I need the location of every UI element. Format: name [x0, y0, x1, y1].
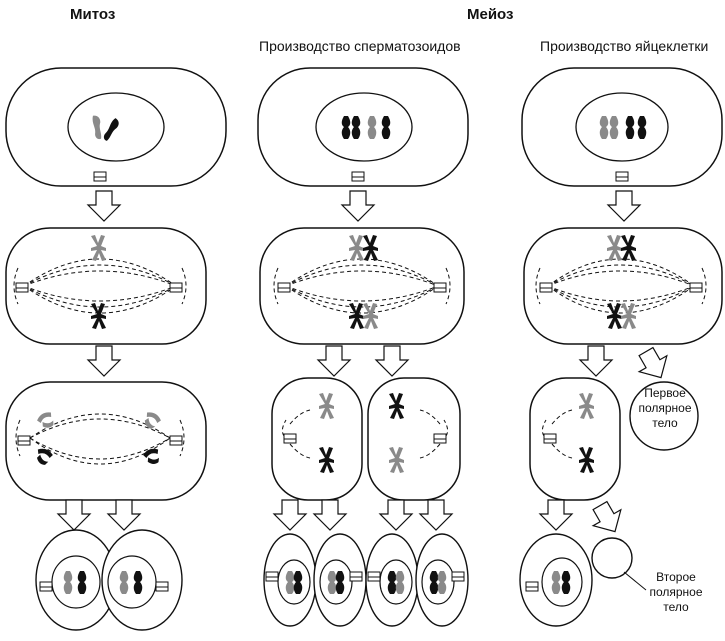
- mitosis-daughter-cell-left: [35, 529, 117, 631]
- sperm-meiosis1-cell-right: [367, 377, 461, 501]
- sperm-cell-3: [365, 533, 419, 627]
- sperm-arrow-3b: [313, 499, 347, 531]
- egg-meiosis1-cell: [529, 377, 621, 501]
- second-polar-body: [591, 537, 647, 591]
- meiosis-heading: Мейоз: [467, 6, 514, 23]
- sperm-arrow-1: [341, 190, 375, 222]
- sperm-interphase-cell: [257, 67, 469, 187]
- mitosis-arrow-2: [87, 345, 121, 377]
- sperm-arrow-2b: [375, 345, 409, 377]
- first-polar-body: [629, 381, 699, 451]
- mitosis-daughter-cell-right: [101, 529, 183, 631]
- mitosis-metaphase-cell: [5, 227, 207, 345]
- sperm-arrow-3a: [273, 499, 307, 531]
- egg-metaphase-cell: [523, 227, 723, 345]
- sperm-arrow-3d: [419, 499, 453, 531]
- egg-arrow-1: [607, 190, 641, 222]
- egg-arrow-3b: [591, 500, 622, 533]
- egg-production-heading: Производство яйцеклетки: [540, 38, 709, 54]
- sperm-arrow-2a: [317, 345, 351, 377]
- mitosis-anaphase-cell: [5, 381, 207, 501]
- second-polar-body-label: Второе полярное тело: [649, 570, 703, 614]
- sperm-cell-4: [415, 533, 469, 627]
- first-polar-body-label: Первое полярное тело: [638, 386, 692, 430]
- sperm-cell-1: [263, 533, 317, 627]
- mitosis-arrow-3b: [107, 499, 141, 531]
- mitosis-arrow-3a: [57, 499, 91, 531]
- egg-arrow-2b: [637, 346, 668, 379]
- egg-arrow-3a: [539, 499, 573, 531]
- mitosis-interphase-cell: [5, 67, 227, 187]
- sperm-arrow-3c: [379, 499, 413, 531]
- egg-arrow-2a: [579, 345, 613, 377]
- sperm-metaphase-cell: [259, 227, 465, 345]
- egg-cell: [519, 533, 593, 627]
- egg-interphase-cell: [521, 67, 723, 187]
- mitosis-heading: Митоз: [70, 6, 116, 23]
- sperm-meiosis1-cell-left: [271, 377, 363, 501]
- sperm-production-heading: Производство сперматозоидов: [259, 38, 461, 54]
- mitosis-arrow-1: [87, 190, 121, 222]
- sperm-cell-2: [313, 533, 367, 627]
